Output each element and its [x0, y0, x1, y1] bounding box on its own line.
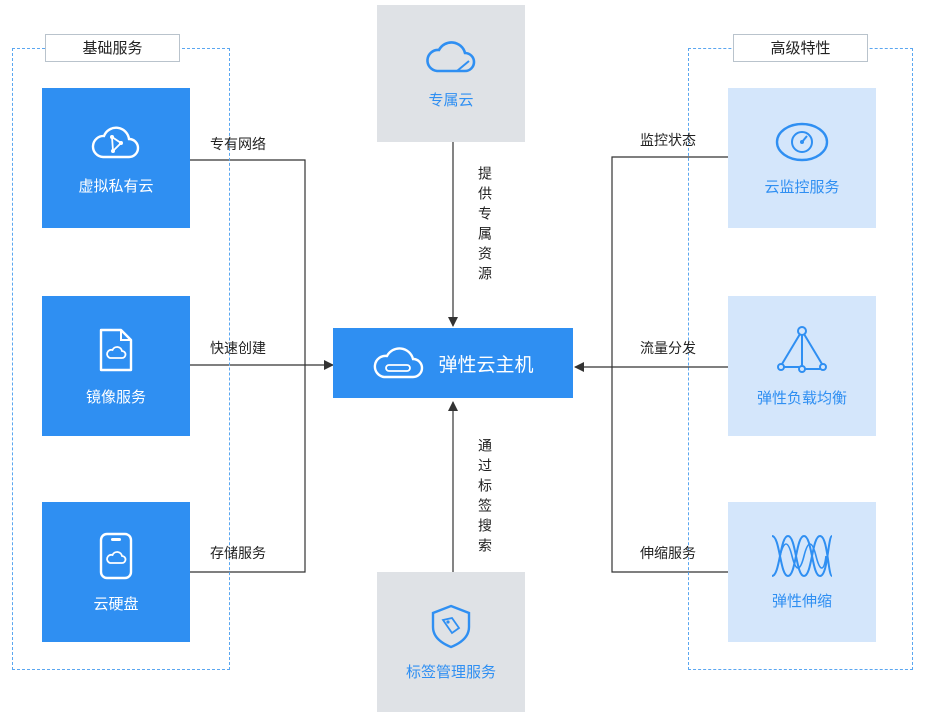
disk-icon: [99, 532, 133, 579]
dedicated-cloud-label: 专属云: [428, 91, 474, 109]
edge-label-elb: 流量分发: [640, 341, 696, 357]
dedicated-cloud-icon: [426, 41, 476, 73]
image-label: 镜像服务: [85, 387, 146, 406]
vpc-service-box[interactable]: 虚拟私有云: [42, 88, 190, 228]
scaling-wave-icon: [771, 534, 833, 577]
tag-icon: [431, 604, 471, 648]
advanced-features-title: 高级特性: [733, 34, 868, 62]
cloud-network-icon: [91, 126, 140, 158]
edge-label-vpc: 专有网络: [210, 137, 266, 153]
ecs-service-box[interactable]: 弹性云主机: [333, 328, 573, 398]
load-balancer-icon: [777, 325, 827, 373]
vpc-label: 虚拟私有云: [78, 176, 154, 195]
dedicated-cloud-box[interactable]: 专属云: [377, 5, 525, 142]
elb-label: 弹性负载均衡: [756, 388, 847, 407]
ces-service-box[interactable]: 云监控服务: [728, 88, 876, 228]
ces-label: 云监控服务: [764, 177, 840, 196]
edge-label-as: 伸缩服务: [640, 546, 696, 562]
ces-connector-line: [611, 156, 728, 573]
vpc-connector-line: [190, 159, 306, 573]
disk-label: 云硬盘: [93, 594, 139, 613]
edge-label-disk: 存储服务: [210, 546, 266, 562]
basic-services-title: 基础服务: [45, 34, 180, 62]
as-service-box[interactable]: 弹性伸缩: [728, 502, 876, 642]
edge-label-ces: 监控状态: [640, 133, 696, 149]
elb-service-box[interactable]: 弹性负载均衡: [728, 296, 876, 436]
edge-label-image: 快速创建: [210, 341, 266, 357]
image-service-box[interactable]: 镜像服务: [42, 296, 190, 436]
disk-service-box[interactable]: 云硬盘: [42, 502, 190, 642]
ecs-label: 弹性云主机: [438, 353, 534, 376]
eye-monitor-icon: [775, 122, 829, 161]
image-file-icon: [99, 328, 133, 371]
server-cloud-icon: [374, 347, 424, 379]
edge-label-tms: 通过标签搜索: [476, 438, 492, 558]
tms-label: 标签管理服务: [405, 662, 496, 681]
edge-label-dedicated: 提供专属资源: [476, 166, 492, 286]
tms-service-box[interactable]: 标签管理服务: [377, 572, 525, 712]
as-label: 弹性伸缩: [771, 591, 832, 610]
